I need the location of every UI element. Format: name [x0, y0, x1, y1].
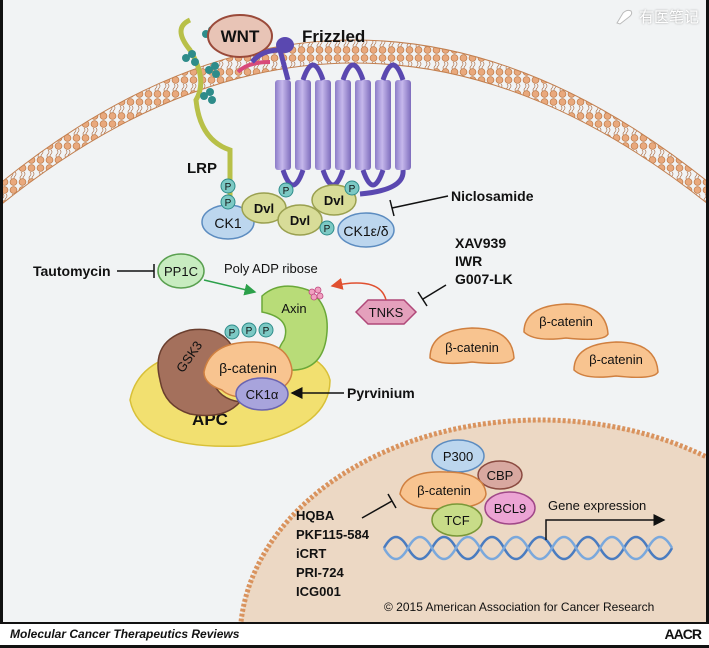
nuclear-inhibitor-5: ICG001	[296, 584, 341, 599]
wnt-label: WNT	[221, 27, 260, 46]
svg-text:TNKS: TNKS	[369, 305, 404, 320]
lrp-glycans	[182, 26, 220, 104]
tnks	[354, 299, 418, 325]
tcf	[431, 503, 483, 537]
tnks-inhibitor-3: G007-LK	[455, 271, 513, 287]
gene-expression-label: Gene expression	[548, 498, 646, 513]
nuclear-inhibitor-2: PKF115-584	[296, 527, 370, 542]
wnt-ligand	[207, 14, 273, 58]
right-border	[706, 0, 709, 622]
cell-membrane	[0, 39, 709, 207]
axin	[261, 285, 328, 371]
svg-text:P300: P300	[443, 449, 473, 464]
svg-text:P: P	[225, 198, 232, 209]
free-beta-catenin-2	[523, 303, 609, 341]
lrp-receptor	[178, 17, 233, 210]
svg-text:β-catenin: β-catenin	[445, 340, 499, 355]
dna-helix	[382, 535, 674, 561]
svg-text:CK1: CK1	[214, 215, 241, 231]
nuclear-inhibitor-4: PRI-724	[296, 565, 344, 580]
journal-title: Molecular Cancer Therapeutics Reviews	[10, 627, 240, 641]
nuclear-beta-catenin	[399, 471, 487, 510]
svg-text:P: P	[246, 326, 253, 337]
watermark-text: 有医笔记	[638, 9, 699, 26]
svg-text:P: P	[349, 184, 356, 195]
bcl9	[484, 491, 536, 525]
poly-adp-ribose-label: Poly ADP ribose	[224, 261, 318, 276]
svg-text:β-catenin: β-catenin	[589, 352, 643, 367]
svg-text:CBP: CBP	[487, 468, 514, 483]
svg-text:P: P	[283, 186, 290, 197]
svg-text:Dvl: Dvl	[254, 201, 274, 216]
svg-text:P: P	[324, 224, 331, 235]
pp1c	[157, 253, 205, 289]
dvl-2	[277, 204, 323, 236]
svg-text:Dvl: Dvl	[324, 193, 344, 208]
phospho-groups-signalosome	[220, 178, 360, 236]
svg-text:Axin: Axin	[281, 301, 306, 316]
free-beta-catenin-1	[429, 327, 515, 365]
svg-text:CK1ε/δ: CK1ε/δ	[343, 223, 388, 239]
svg-text:β-catenin: β-catenin	[539, 314, 593, 329]
phospho-groups-catenin	[224, 322, 274, 340]
pyrvinium-label: Pyrvinium	[347, 385, 415, 401]
tautomycin-label: Tautomycin	[33, 263, 111, 279]
free-beta-catenin-3	[573, 341, 659, 379]
cbp	[477, 460, 523, 490]
svg-text:β-catenin: β-catenin	[417, 483, 471, 498]
svg-text:CK1α: CK1α	[246, 387, 279, 402]
frizzled-label: Frizzled	[302, 27, 365, 46]
tnks-inhibitor-1: XAV939	[455, 235, 506, 251]
poly-adp-ribose-icon	[308, 286, 324, 301]
footer: Molecular Cancer Therapeutics Reviews AA…	[0, 622, 709, 648]
svg-text:β-catenin: β-catenin	[219, 360, 277, 376]
dvl-3	[311, 184, 357, 216]
svg-text:P: P	[225, 182, 232, 193]
svg-text:PP1C: PP1C	[164, 264, 198, 279]
watermark: 有医笔记	[615, 6, 699, 27]
nuclear-inhibitor-3: iCRT	[296, 546, 326, 561]
svg-text:P: P	[263, 326, 270, 337]
left-border	[0, 0, 3, 622]
ck1-epsilon-delta	[337, 212, 395, 248]
svg-text:P: P	[229, 328, 236, 339]
pen-icon	[616, 9, 633, 25]
svg-text:BCL9: BCL9	[494, 501, 527, 516]
nuclear-inhibitor-1: HQBA	[296, 508, 335, 523]
lrp-label: LRP	[187, 160, 217, 177]
niclosamide-label: Niclosamide	[451, 188, 534, 204]
frizzled-helices	[275, 62, 411, 197]
aacr-logo: AACR	[664, 626, 702, 642]
tnks-inhibitor-2: IWR	[455, 253, 482, 269]
copyright: © 2015 American Association for Cancer R…	[384, 600, 654, 614]
ck1-alpha	[235, 377, 289, 411]
svg-text:TCF: TCF	[444, 513, 469, 528]
svg-text:Dvl: Dvl	[290, 213, 310, 228]
